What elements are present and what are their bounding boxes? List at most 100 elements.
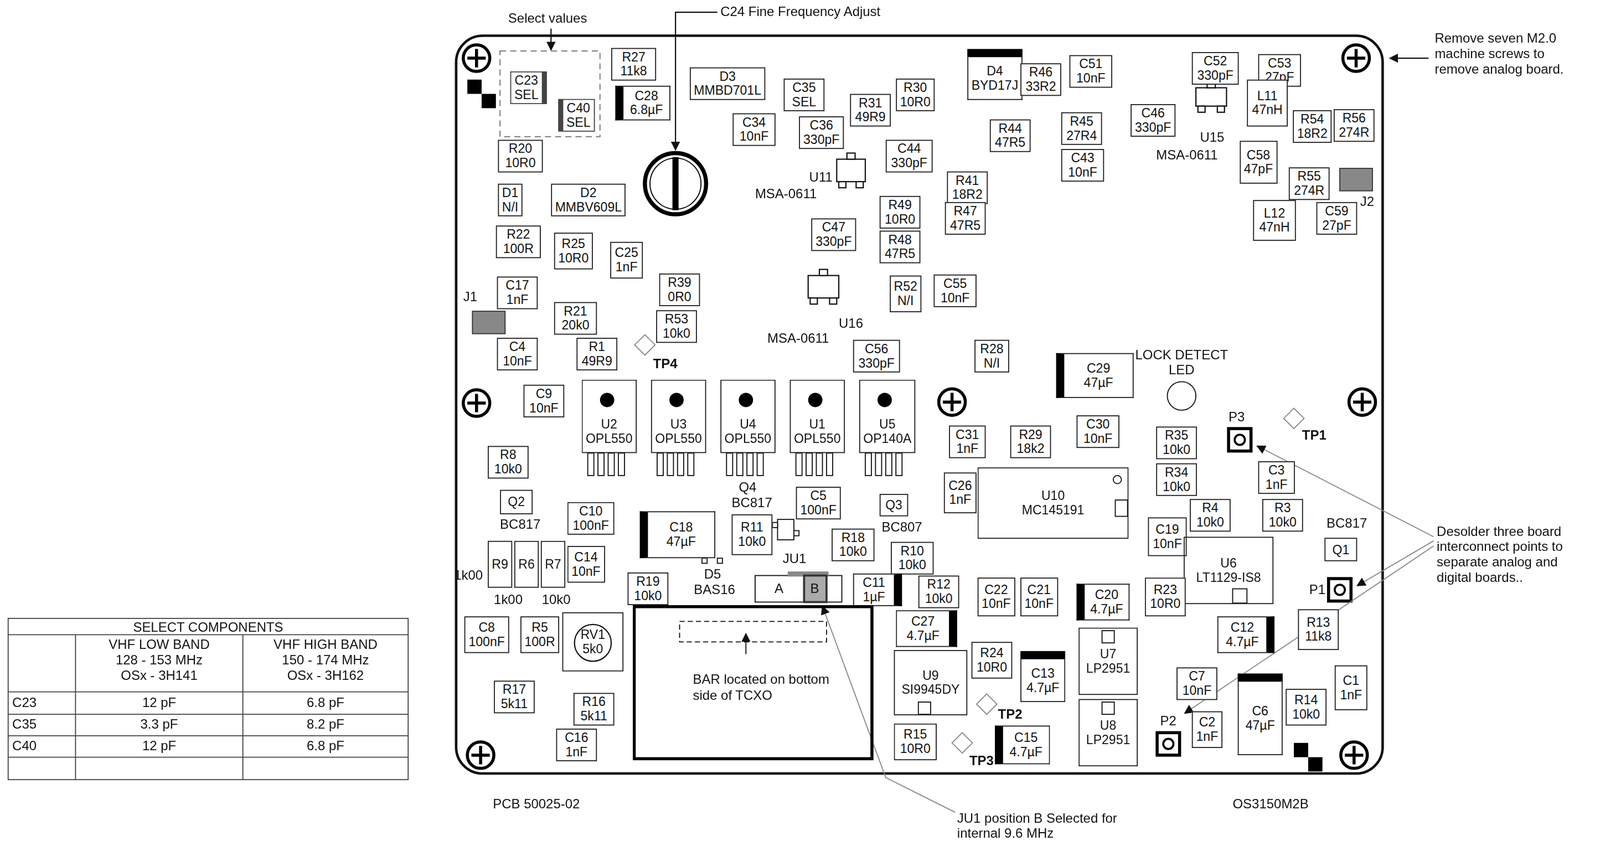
component-footprint: C171nF	[497, 276, 539, 309]
part-text: R7	[544, 556, 561, 572]
part-text: MMBD701L	[693, 83, 762, 98]
annotation-label: TP4	[653, 355, 678, 372]
component-footprint: R1410k0	[1285, 688, 1327, 726]
part-text: 10R0	[558, 250, 589, 266]
component-footprint: C647µF	[1237, 673, 1283, 755]
component-footprint: R4118R2	[946, 171, 988, 205]
part-text: C46	[1141, 106, 1165, 121]
part-text: 330pF	[803, 132, 840, 148]
part-text: D1	[502, 185, 519, 200]
annotation-label: JU1 position B Selected for internal 9.6…	[957, 809, 1126, 841]
component-footprint: Q2	[499, 489, 533, 515]
component-footprint: C710nF	[1176, 667, 1218, 700]
component-footprint: D2MMBV609L	[550, 183, 626, 217]
component-footprint: R4447R5	[989, 119, 1031, 153]
component-footprint: C1410nF	[567, 545, 605, 583]
part-text: C23	[514, 73, 539, 89]
part-text: R52	[894, 279, 918, 294]
part-text: R53	[664, 312, 689, 327]
part-text: 10k0	[1196, 515, 1225, 530]
part-text: 1nF	[1265, 477, 1288, 493]
part-text: 18k2	[1017, 441, 1045, 457]
part-text: C6	[1251, 703, 1268, 719]
component-footprint: C134.7µF	[1020, 651, 1066, 703]
annotation-label: MSA-0611	[1155, 146, 1218, 163]
part-text: C51	[1079, 57, 1103, 72]
part-text: R48	[888, 232, 912, 247]
annotation-label: Q4	[738, 479, 757, 495]
part-text: C14	[574, 549, 598, 565]
part-text: 47pF	[1244, 162, 1274, 177]
part-text: C43	[1070, 151, 1094, 166]
part-text: 10k0	[494, 462, 523, 477]
part-text: U10	[1041, 488, 1065, 504]
part-text: C16	[564, 730, 588, 746]
component-footprint: R5100R	[520, 616, 560, 653]
component-footprint: R4747R5	[945, 202, 987, 235]
part-text: SI9945DY	[901, 682, 960, 698]
part-text: Q1	[1332, 542, 1350, 557]
part-text: C4	[509, 339, 526, 355]
part-text: 10nF	[1067, 165, 1098, 180]
part-text: 10k0	[1162, 479, 1191, 494]
tcxo-outline: BAR located on bottom side of TCXO	[632, 605, 874, 761]
part-text: C2	[1199, 715, 1216, 730]
part-text: D3	[719, 69, 736, 84]
part-text: U7	[1100, 647, 1117, 662]
annotation-label: BAS16	[693, 581, 736, 598]
part-text: 18R2	[1297, 126, 1328, 142]
annotation-label: Desolder three board interconnect points…	[1436, 523, 1590, 586]
part-text: OP140A	[863, 431, 912, 447]
annotation-label: PCB 50025-02	[492, 796, 580, 812]
trimpot-footprint: RV15k0	[562, 612, 624, 672]
part-text: 1nF	[948, 492, 972, 508]
part-text: C13	[1031, 666, 1055, 681]
part-text: R6	[518, 556, 535, 572]
part-text: R41	[955, 173, 979, 188]
part-text: R44	[998, 121, 1023, 136]
annotation-label: MSA-0611	[755, 185, 817, 201]
part-text: 1nF	[956, 441, 979, 457]
part-text: 10nF	[1083, 431, 1113, 447]
part-text: C20	[1095, 587, 1119, 603]
part-text: R47	[953, 204, 977, 219]
component-footprint: C52330pF	[1191, 52, 1240, 85]
component-footprint: C46330pF	[1130, 104, 1176, 137]
component-footprint: C5100nF	[796, 486, 841, 520]
part-text: 1µF	[863, 589, 886, 605]
part-text: C10	[579, 503, 603, 519]
component-footprint: R2711k8	[611, 48, 657, 81]
component-footprint: C261nF	[943, 472, 977, 514]
annotation-label: VHF HIGH BAND 150 - 174 MHz OSx - 3H162	[269, 636, 383, 683]
annotation-label: TP3	[969, 752, 994, 769]
part-text: R54	[1300, 112, 1324, 127]
part-text: 330pF	[1134, 120, 1171, 135]
part-text: 10k0	[839, 544, 867, 560]
part-text: R29	[1018, 427, 1042, 442]
annotation-label: C40	[12, 737, 37, 754]
part-text: C26	[948, 478, 972, 493]
part-text: C1	[1343, 673, 1360, 688]
part-text: Q3	[885, 497, 903, 513]
part-text: R23	[1153, 582, 1178, 597]
ic-package: U5OP140A	[859, 379, 916, 454]
part-text: U1	[808, 417, 825, 432]
component-footprint: R2410R0	[971, 641, 1013, 679]
component-footprint: Q1	[1324, 537, 1357, 561]
component-footprint: R52N/I	[889, 275, 922, 313]
annotation-label: BC817	[499, 516, 541, 533]
part-text: OPL550	[793, 431, 841, 447]
ic-package: U6LT1129-IS8	[1183, 536, 1274, 605]
component-footprint: R410k0	[1189, 498, 1231, 532]
part-text: C5	[809, 488, 827, 504]
annotation-label: C23	[12, 694, 37, 711]
part-text: 10R0	[504, 156, 536, 171]
part-text: MMBV609L	[555, 199, 622, 215]
part-text: 10nF	[940, 290, 970, 306]
component-footprint: R1510R0	[894, 723, 937, 761]
annotation-label: U11	[809, 169, 833, 185]
part-text: 0R0	[667, 289, 691, 304]
part-text: 100nF	[572, 518, 609, 533]
component-footprint: R175k11	[493, 680, 535, 714]
annotation-label: SELECT COMPONENTS	[8, 619, 409, 636]
